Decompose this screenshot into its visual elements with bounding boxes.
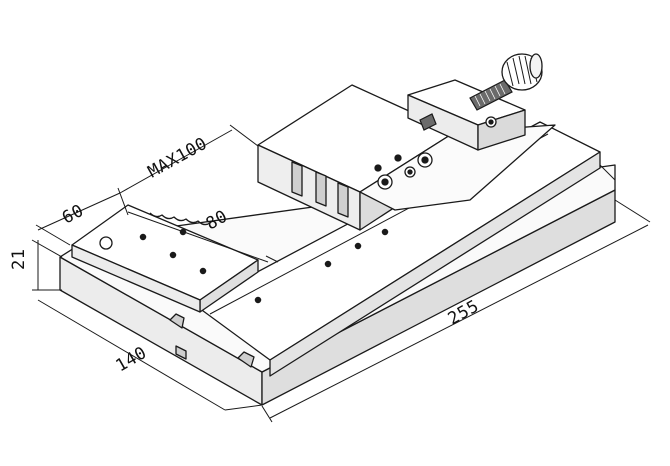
- dim-255-ext-left: [261, 405, 273, 423]
- dim-140-ext: [224, 404, 263, 411]
- dim-max100-ext-left: [117, 187, 129, 216]
- t-slot-front-1: [169, 313, 185, 329]
- dim-255-line: [269, 224, 649, 419]
- jaw-hole-3: [199, 267, 207, 275]
- rail-side: [269, 151, 601, 377]
- end-block: [407, 79, 526, 151]
- dim-60-line: [37, 192, 121, 231]
- carriage-hole-1: [374, 164, 382, 172]
- jaw-plate-front: [71, 244, 201, 313]
- end-block-hole-inner: [488, 119, 494, 125]
- knob-face: [529, 53, 543, 79]
- plate-hole-b: [381, 228, 389, 236]
- plate-hole-c: [324, 260, 332, 268]
- dim-max100-line: [119, 129, 233, 194]
- boss-right-inner: [421, 156, 429, 164]
- dim-60-label: 60: [59, 201, 87, 229]
- dim-60-ext: [35, 224, 71, 246]
- dim-21-ext-top: [31, 239, 63, 258]
- carriage-hole-2: [394, 154, 402, 162]
- plate-hole-d: [254, 296, 262, 304]
- plate-hole-a: [354, 242, 362, 250]
- fixed-jaw-plate: [71, 204, 259, 313]
- rail-edge-right: [599, 164, 616, 181]
- jaw-serration: [149, 212, 211, 226]
- dim-140-line: [37, 299, 226, 411]
- t-slot-front-2: [237, 351, 255, 368]
- jaw-hole-large: [99, 236, 113, 250]
- boss-large-inner: [381, 178, 389, 186]
- dim-21-label: 21: [9, 249, 29, 270]
- knob: [501, 53, 543, 91]
- dim-max100-ext-right: [229, 124, 259, 147]
- t-slot-side: [175, 345, 187, 360]
- dim-max100-label: MAX100: [145, 134, 211, 183]
- dim-140-label: 140: [113, 343, 151, 376]
- jaw-hole-2: [169, 251, 177, 259]
- carriage-vgroove: [291, 161, 349, 218]
- dim-255-ext-right: [614, 199, 651, 223]
- lead-screw: [419, 79, 513, 131]
- dim-80-line: [127, 211, 269, 263]
- screw-threads: [474, 83, 506, 107]
- end-block-side: [477, 109, 526, 151]
- dimension-lines: [31, 124, 651, 423]
- boss-mid-inner: [407, 169, 413, 175]
- knob-knurl: [506, 55, 538, 87]
- screw-under-carriage: [419, 113, 437, 131]
- moving-plate-top: [359, 124, 556, 211]
- dim-80-ext: [265, 255, 279, 263]
- jaw-hole-1: [139, 233, 147, 241]
- moving-plate: [254, 124, 556, 304]
